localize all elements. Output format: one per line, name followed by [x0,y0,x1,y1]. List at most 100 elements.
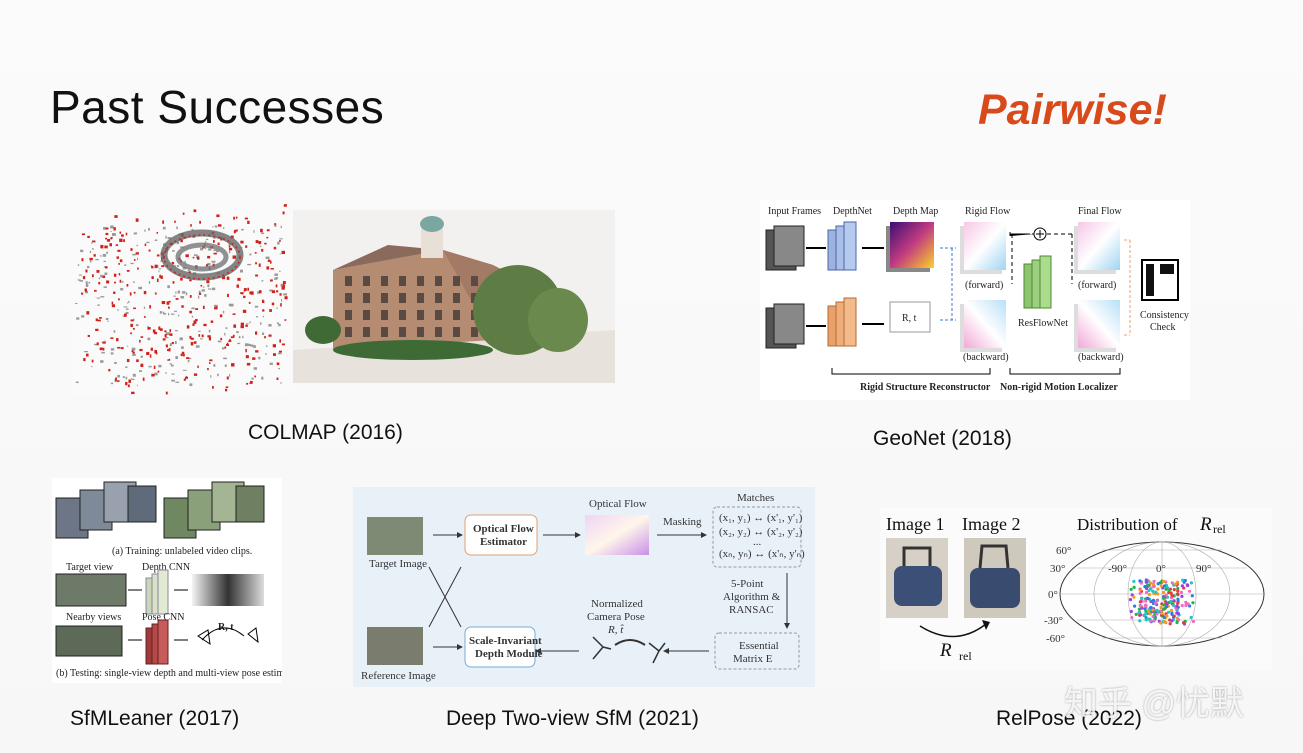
two-view-label-reference-image: Reference Image [361,670,436,682]
two-view-label-masking: Masking [663,516,702,528]
two-view-label-essential-2: Matrix E [733,653,773,665]
geonet-label-final-flow: Final Flow [1078,206,1122,217]
deep-two-view-figure: Target Image Reference Image Optical Flo… [353,487,815,687]
relpose-label-image1: Image 1 [886,514,944,534]
relpose-mollweide-plot [1059,541,1265,647]
geonet-input-frames-top [765,225,805,271]
relpose-label-rrel-arrow: R [939,640,952,661]
two-view-label-target-image: Target Image [369,558,427,570]
colmap-point-cloud [70,195,295,395]
two-view-matches-box [712,506,802,568]
sfm-label-pose-cnn: Pose CNN [142,612,185,623]
two-view-label-5pt-1: 5-Point [731,578,763,590]
sfm-label-target-view: Target view [66,562,114,573]
two-view-label-essential-1: Essential [739,640,779,652]
sfm-label-depth-cnn: Depth CNN [142,562,190,573]
caption-sfmlearner: SfMLeaner (2017) [70,707,240,730]
relpose-label-distribution: Distribution of [1077,515,1178,534]
relpose-label-image2: Image 2 [962,514,1020,534]
relpose-lat-0: 0° [1048,589,1058,601]
relpose-lat-30: 30° [1050,563,1065,575]
two-view-reference-image [367,627,423,665]
relpose-label-rrel: R [1199,514,1212,535]
two-view-match-n: (xₙ, yₙ) ↔ (x'ₙ, y'ₙ) [719,548,805,560]
two-view-label-optical-flow: Optical Flow [589,498,647,510]
two-view-label-5pt-3: RANSAC [729,604,774,616]
geonet-final-flow-backward [1074,300,1120,352]
geonet-label-nonrigid: Non-rigid Motion Localizer [1000,382,1118,393]
two-view-match-dots: ... [753,536,762,548]
relpose-image1 [886,538,948,618]
geonet-label-backward-1: (backward) [963,352,1009,363]
two-view-optical-flow-image [585,515,649,555]
geonet-label-forward-2: (forward) [1078,280,1116,291]
sfm-label-testing: (b) Testing: single-view depth and multi… [56,668,282,679]
relpose-label-rrel-sub: rel [1213,522,1226,536]
geonet-label-rigid-flow: Rigid Flow [965,206,1011,217]
caption-colmap: COLMAP (2016) [248,421,403,444]
relpose-lat-60: 60° [1056,545,1071,557]
geonet-label-check: Check [1150,322,1176,333]
two-view-camera-pose-icon [592,636,666,664]
geonet-camera-motion: R, t [889,301,931,333]
two-view-label-matches: Matches [737,492,774,504]
two-view-label-sid-2: Depth Module [475,648,543,660]
geonet-depthnet-block [827,221,857,271]
two-view-label-ofe-2: Estimator [480,536,527,548]
sfm-label-nearby-views: Nearby views [66,612,121,623]
sfmlearner-figure: (a) Training: unlabeled video clips. Tar… [52,478,282,683]
geonet-label-forward-1: (forward) [965,280,1003,291]
pairwise-tag: Pairwise! [978,86,1167,134]
two-view-label-norm-1: Normalized [591,598,643,610]
sfm-depth-output [192,574,264,606]
relpose-lat-m60: -60° [1046,633,1065,645]
geonet-label-consistency: Consistency [1140,310,1189,321]
relpose-lat-m30: -30° [1044,615,1063,627]
watermark: 知乎 @忧默 [1064,685,1244,723]
sfm-pose-cnn-block [145,619,169,665]
relpose-lon-0: 0° [1156,563,1166,575]
two-view-label-norm-3: R, t̂ [607,624,625,636]
caption-relpose: RelPose (2022) [996,707,1142,730]
geonet-final-flow-forward [1074,222,1120,274]
geonet-depth-map [886,222,934,272]
two-view-label-norm-2: Camera Pose [587,611,645,623]
relpose-lon-90: 90° [1196,563,1211,575]
relpose-image2 [964,538,1026,618]
geonet-label-input-frames: Input Frames [768,206,821,217]
two-view-match-1: (x₁, y₁) ↔ (x'₁, y'₁) [719,512,803,524]
sfm-target-view-image [55,573,127,607]
geonet-resflownet-block [1023,255,1052,309]
geonet-label-depthnet: DepthNet [833,206,872,217]
geonet-label-resflownet: ResFlowNet [1018,318,1068,329]
two-view-scale-invariant-depth [464,626,536,668]
sfm-video-clips-left [55,481,157,539]
two-view-essential-box [714,632,800,670]
sfm-video-clips-right [163,481,265,539]
geonet-input-frames-bottom [765,303,805,349]
sfm-label-training: (a) Training: unlabeled video clips. [112,546,252,557]
geonet-diagram: Input Frames DepthNet Depth Map Rigid Fl… [760,200,1190,400]
caption-geonet: GeoNet (2018) [873,427,1012,450]
geonet-label-backward-2: (backward) [1078,352,1124,363]
two-view-label-5pt-2: Algorithm & [723,591,781,603]
two-view-optical-flow-estimator [464,514,538,556]
geonet-rigid-flow-backward [960,300,1006,352]
sfm-nearby-view-image [55,625,123,657]
geonet-label-rt: R, t [902,313,917,324]
two-view-label-sid-1: Scale-Invariant [469,635,542,647]
geonet-posenet-block [827,297,857,347]
geonet-consistency-check [1141,259,1179,301]
relpose-figure: Image 1 Image 2 Distribution of R rel R … [880,508,1272,670]
two-view-label-ofe-1: Optical Flow [473,523,534,535]
two-view-match-2: (x₂, y₂) ↔ (x'₂, y'₂) [719,526,803,538]
sfm-depth-cnn-block [145,569,169,615]
slide-title: Past Successes [50,81,385,133]
caption-deep-two-view: Deep Two-view SfM (2021) [446,707,699,730]
relpose-lon-m90: -90° [1108,563,1127,575]
colmap-building-render [293,210,615,383]
geonet-rigid-flow-forward [960,222,1006,274]
geonet-label-rigid-structure: Rigid Structure Reconstructor [860,382,991,393]
two-view-target-image [367,517,423,555]
